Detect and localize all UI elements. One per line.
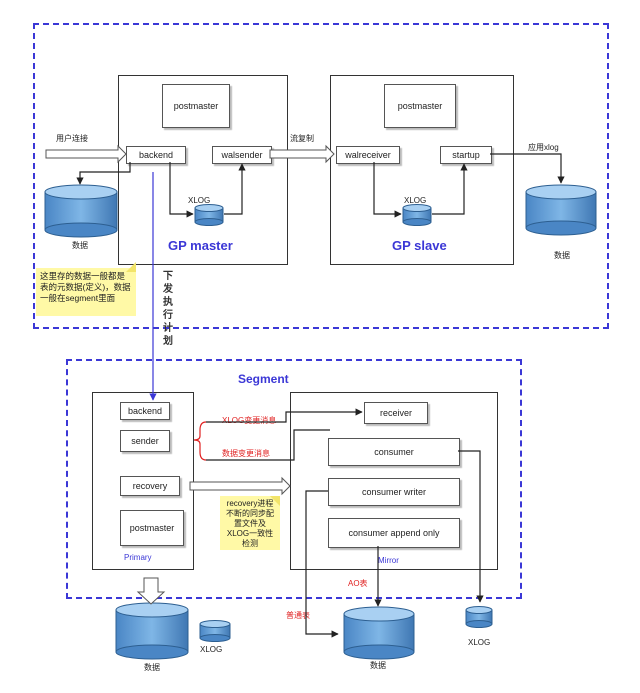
- data-change-message-label: 数据变更消息: [222, 449, 270, 458]
- master-data-cylinder: [44, 184, 118, 238]
- master-xlog-cylinder: [194, 204, 224, 226]
- dispatch-plan-char: 计: [163, 323, 173, 334]
- gp-slave-title: GP slave: [392, 238, 447, 253]
- mirror-consumer-append-only-box: consumer append only: [328, 518, 460, 548]
- primary-backend-box: backend: [120, 402, 170, 420]
- backend-to-xlog-arrow: [169, 162, 194, 218]
- data-message-arrow: [206, 429, 330, 461]
- master-postmaster-box: postmaster: [162, 84, 230, 128]
- apply-xlog-label: 应用xlog: [528, 143, 559, 152]
- mirror-consumer-writer-label: consumer writer: [361, 487, 426, 497]
- startup-to-slave-data-arrow: [490, 153, 565, 184]
- slave-startup-label: startup: [452, 150, 480, 160]
- master-backend-box: backend: [126, 146, 186, 164]
- slave-data-cylinder: [525, 184, 597, 236]
- primary-data-cylinder: [115, 602, 189, 660]
- backend-to-master-data-arrow: [76, 162, 131, 185]
- mirror-data-cylinder: [343, 606, 415, 660]
- dispatch-plan-char: 行: [163, 310, 173, 321]
- mirror-xlog-cylinder: [465, 606, 493, 628]
- mirror-receiver-label: receiver: [379, 408, 412, 418]
- xlog-to-walsender-arrow: [224, 163, 246, 215]
- primary-postmaster-label: postmaster: [129, 523, 175, 533]
- primary-backend-label: backend: [127, 406, 163, 416]
- user-connection-label: 用户连接: [56, 134, 88, 143]
- xlog-message-arrow: [206, 408, 363, 423]
- primary-recovery-box: recovery: [120, 476, 180, 496]
- slave-xlog-label: XLOG: [404, 196, 427, 205]
- sender-brace: [193, 421, 207, 461]
- primary-recovery-label: recovery: [132, 481, 168, 491]
- segment-title: Segment: [238, 372, 289, 386]
- master-backend-label: backend: [138, 150, 174, 160]
- dispatch-plan-char: 发: [163, 284, 173, 295]
- master-data-label: 数据: [72, 241, 88, 250]
- primary-postmaster-box: postmaster: [120, 510, 184, 546]
- metadata-note: 这里存的数据一般都是表的元数据(定义)，数据一般在segment里面: [36, 268, 136, 316]
- master-walsender-label: walsender: [221, 150, 263, 160]
- mirror-label: Mirror: [378, 556, 399, 565]
- dispatch-plan-char: 划: [163, 336, 173, 347]
- walreceiver-to-xlog-arrow: [373, 162, 402, 218]
- mirror-consumer-box: consumer: [328, 438, 460, 466]
- consumer-to-mirror-xlog-arrow: [458, 450, 484, 603]
- mirror-receiver-box: receiver: [364, 402, 428, 424]
- slave-walreceiver-label: walreceiver: [345, 150, 391, 160]
- user-connection-arrow: [45, 144, 127, 164]
- recovery-note: recovery进程不断的同步配置文件及XLOG一致性检测: [220, 496, 280, 550]
- master-xlog-label: XLOG: [188, 196, 211, 205]
- primary-sender-label: sender: [131, 436, 159, 446]
- recovery-note-fold: [270, 496, 280, 506]
- slave-xlog-cylinder: [402, 204, 432, 226]
- primary-storage-arrow: [136, 577, 166, 605]
- primary-xlog-cylinder: [199, 620, 231, 642]
- primary-label: Primary: [124, 553, 152, 562]
- stream-replication-label: 流复制: [290, 134, 314, 143]
- slave-postmaster-box: postmaster: [384, 84, 456, 128]
- primary-xlog-label: XLOG: [200, 645, 223, 654]
- mirror-consumer-writer-box: consumer writer: [328, 478, 460, 506]
- segment-region: [66, 359, 522, 599]
- gp-master-title: GP master: [168, 238, 233, 253]
- mirror-data-label: 数据: [370, 661, 386, 670]
- master-postmaster-label: postmaster: [173, 101, 219, 111]
- primary-sender-box: sender: [120, 430, 170, 452]
- slave-walreceiver-box: walreceiver: [336, 146, 400, 164]
- consumer-writer-heap-arrow: [305, 490, 339, 638]
- ao-table-label: AO表: [348, 579, 368, 588]
- master-slave-region: [33, 23, 609, 329]
- xlog-to-startup-arrow: [432, 163, 468, 215]
- metadata-note-fold: [126, 262, 136, 272]
- dispatch-plan-text: 下 发 执 行 计 划: [162, 270, 174, 348]
- dispatch-plan-char: 执: [163, 297, 173, 308]
- slave-data-label: 数据: [554, 251, 570, 260]
- stream-replication-arrow: [269, 144, 335, 164]
- slave-postmaster-label: postmaster: [397, 101, 443, 111]
- dispatch-plan-char: 下: [163, 271, 173, 282]
- xlog-change-message-label: XLOG变更消息: [222, 416, 277, 425]
- mirror-consumer-label: consumer: [374, 447, 414, 457]
- mirror-xlog-label: XLOG: [468, 638, 491, 647]
- primary-data-label: 数据: [144, 663, 160, 672]
- recovery-sync-arrow: [189, 476, 291, 496]
- heap-table-label: 普通表: [286, 611, 310, 620]
- mirror-consumer-append-only-label: consumer append only: [348, 528, 440, 538]
